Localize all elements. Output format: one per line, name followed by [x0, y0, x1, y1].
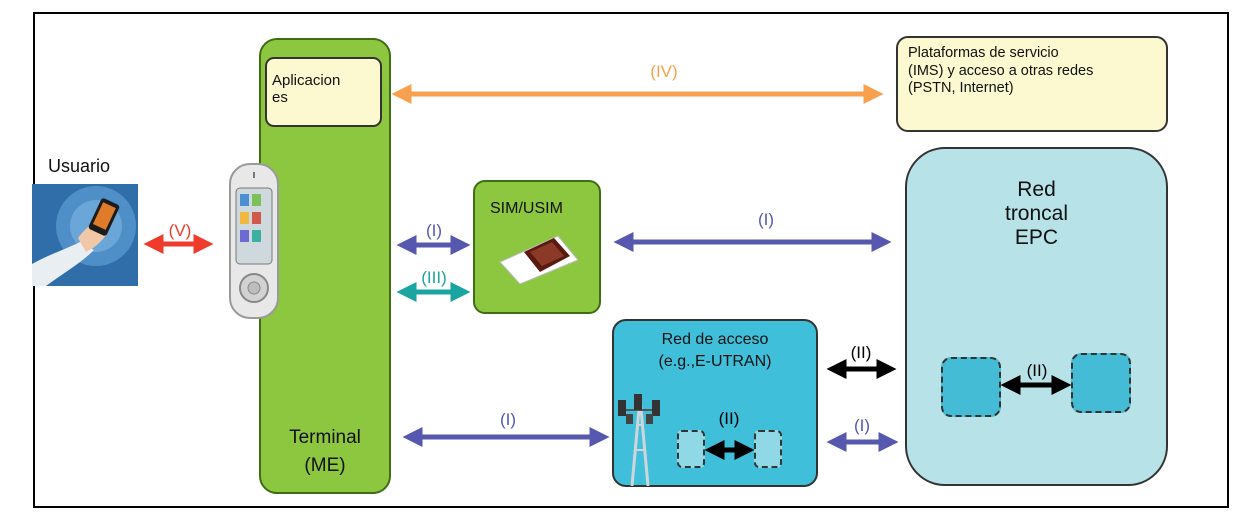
antenna-tower-icon	[618, 394, 660, 486]
arrow-iv-label: (IV)	[650, 62, 677, 81]
terminal-label-line1: Terminal	[289, 427, 361, 448]
user-label: Usuario	[48, 156, 111, 176]
service-platforms-label: Plataformas de servicio (IMS) y acceso a…	[908, 45, 1093, 98]
arrow-ii-epc-inner-label: (II)	[1027, 361, 1048, 380]
arrow-ii-access-inner-label: (II)	[719, 409, 740, 428]
service-platforms-line1: Plataformas de servicio	[908, 45, 1059, 61]
arrow-iii-label: (III)	[421, 268, 447, 287]
service-platforms-box	[896, 36, 1168, 132]
epc-label-line3: EPC	[1014, 225, 1059, 249]
user-photo-icon	[32, 184, 138, 286]
access-network-label: Red de acceso (e.g.,E-UTRAN)	[612, 329, 818, 372]
sim-card-icon	[499, 235, 579, 284]
access-node-left	[677, 430, 705, 468]
sim-label: SIM/USIM	[490, 200, 563, 217]
service-platforms-line2: (IMS) y acceso a otras redes	[908, 62, 1094, 79]
mobile-phone-icon	[229, 163, 279, 319]
epc-label-line2: troncal	[1004, 201, 1069, 225]
applications-label-line1: Aplicacion	[272, 72, 341, 89]
terminal-label-line2: (ME)	[304, 454, 346, 476]
arrow-ii-access-epc-label: (II)	[851, 343, 872, 362]
arrow-i-access-epc-label: (I)	[854, 416, 870, 435]
service-platforms-line3: (PSTN, Internet)	[908, 80, 1014, 97]
access-network-line1: Red de acceso	[661, 331, 769, 348]
arrow-i-sim-epc-label: (I)	[758, 210, 774, 229]
arrow-v-label: (V)	[169, 221, 192, 240]
terminal-label: Terminal (ME)	[262, 427, 388, 477]
applications-label-line2: es	[272, 89, 288, 107]
applications-box	[265, 57, 382, 127]
applications-label: Aplicacion es	[272, 72, 340, 107]
access-node-right	[754, 430, 782, 468]
epc-node-right	[1071, 353, 1131, 413]
arrow-i-terminal-sim-label: (I)	[426, 221, 442, 240]
arrow-i-terminal-access-label: (I)	[500, 410, 516, 429]
access-network-line2: (e.g.,E-UTRAN)	[658, 352, 772, 370]
epc-label: Red troncal EPC	[905, 178, 1168, 250]
epc-node-left	[941, 357, 1001, 417]
epc-label-line1: Red	[1017, 178, 1056, 201]
epc-box	[905, 147, 1168, 486]
